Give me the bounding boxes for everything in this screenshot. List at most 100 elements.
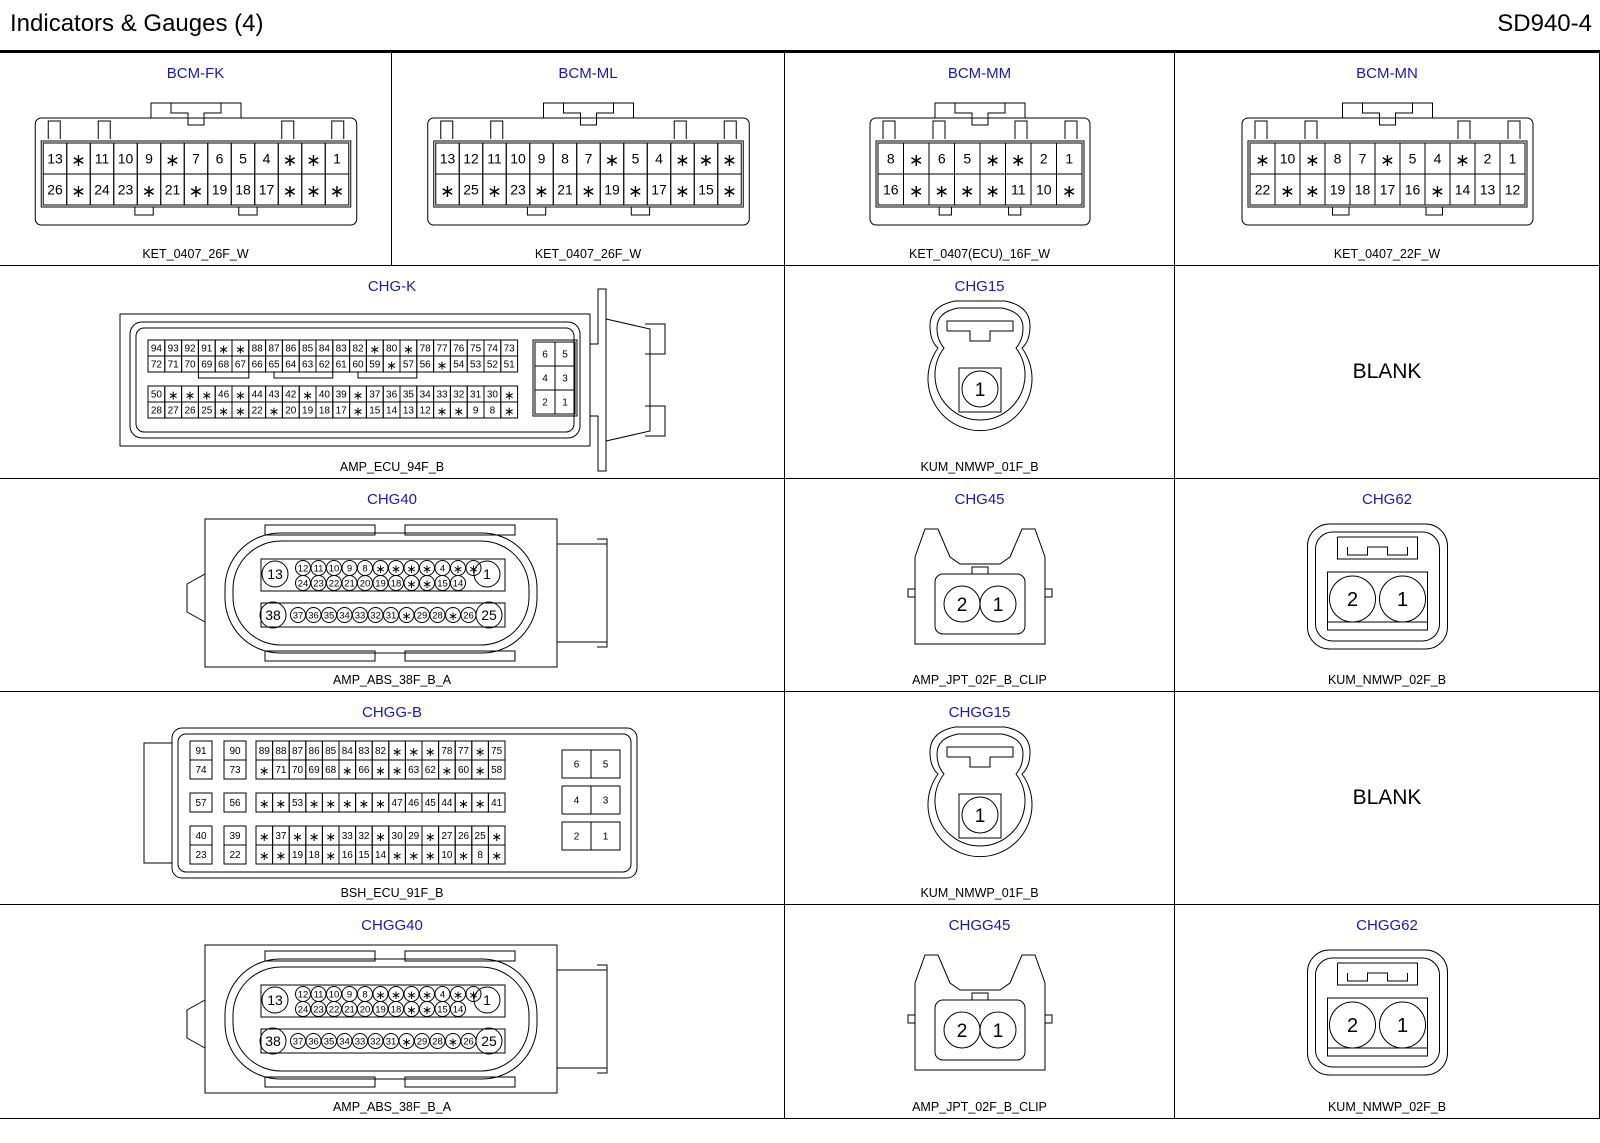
guide-rib bbox=[673, 120, 687, 139]
pin-number: 37 bbox=[293, 1036, 304, 1047]
pin-number: 27 bbox=[168, 406, 180, 417]
empty-pin-mark: ∗ bbox=[392, 745, 402, 759]
pin-number: 16 bbox=[883, 182, 899, 198]
empty-pin-mark: ∗ bbox=[202, 389, 212, 403]
pin-number: 8 bbox=[1334, 151, 1342, 167]
guide-rib bbox=[1254, 120, 1268, 139]
pin-number: 1 bbox=[1509, 151, 1517, 167]
pin-number: 24 bbox=[94, 182, 110, 198]
pin-number: 4 bbox=[440, 563, 445, 574]
empty-pin-mark: ∗ bbox=[1280, 181, 1295, 201]
abs-housing bbox=[204, 944, 558, 1094]
pin-number: 23 bbox=[195, 850, 207, 861]
empty-pin-mark: ∗ bbox=[1255, 150, 1270, 170]
side-tab bbox=[907, 1014, 915, 1024]
empty-pin-mark: ∗ bbox=[142, 181, 157, 201]
pin-cell bbox=[189, 844, 213, 865]
empty-pin-mark: ∗ bbox=[504, 389, 514, 403]
empty-pin-mark: ∗ bbox=[306, 181, 321, 201]
pin-circle bbox=[460, 1033, 477, 1049]
empty-pin-mark: ∗ bbox=[376, 988, 386, 1002]
pin-number: 68 bbox=[325, 765, 337, 776]
empty-pin-mark: ∗ bbox=[325, 849, 335, 863]
pin-number: 39 bbox=[229, 831, 241, 842]
pin-number: 1 bbox=[993, 595, 1004, 616]
empty-pin-mark: ∗ bbox=[985, 181, 1000, 201]
pin-cell bbox=[590, 749, 621, 779]
pin-cell bbox=[717, 173, 742, 206]
latch-key bbox=[170, 103, 222, 126]
empty-pin-mark: ∗ bbox=[458, 797, 468, 811]
pin-number: 7 bbox=[192, 151, 200, 167]
connector-housing bbox=[914, 954, 1046, 1071]
empty-pin-mark: ∗ bbox=[475, 764, 485, 778]
pin-field bbox=[875, 140, 1085, 208]
pin-number: 26 bbox=[184, 406, 196, 417]
empty-pin-mark: ∗ bbox=[269, 405, 279, 419]
pin-number: 18 bbox=[1355, 182, 1371, 198]
rail bbox=[404, 950, 516, 962]
guide-rib bbox=[490, 120, 504, 139]
pin-cell bbox=[487, 759, 506, 780]
pin-number: 5 bbox=[562, 350, 568, 361]
pin-number: 67 bbox=[235, 360, 247, 371]
empty-pin-mark: ∗ bbox=[437, 405, 447, 419]
pin-number: 4 bbox=[655, 151, 663, 167]
connector-housing bbox=[1241, 117, 1534, 226]
pin-number: 26 bbox=[458, 831, 470, 842]
connector-housing bbox=[869, 117, 1091, 226]
pin-number: 13 bbox=[47, 151, 63, 167]
pin-cell bbox=[500, 401, 519, 419]
foot-tab bbox=[630, 207, 651, 216]
pin-number: 22 bbox=[329, 1004, 340, 1015]
pin-number: 87 bbox=[268, 344, 280, 355]
empty-pin-mark: ∗ bbox=[469, 988, 479, 1002]
pin-number: 2 bbox=[1040, 151, 1048, 167]
empty-pin-mark: ∗ bbox=[259, 797, 269, 811]
pin-number: 75 bbox=[470, 344, 482, 355]
connector-name: CHGG62 bbox=[1356, 917, 1418, 934]
connector-name: CHGG-B bbox=[362, 704, 422, 721]
empty-pin-mark: ∗ bbox=[403, 343, 413, 357]
pin-number: 30 bbox=[392, 831, 404, 842]
pin-number: 78 bbox=[420, 344, 432, 355]
pin-number: 35 bbox=[403, 390, 415, 401]
empty-pin-mark: ∗ bbox=[1011, 150, 1026, 170]
pin-number: 27 bbox=[441, 831, 453, 842]
pin-number: 71 bbox=[168, 360, 180, 371]
pin-number: 20 bbox=[360, 578, 371, 589]
pin-number: 13 bbox=[440, 151, 456, 167]
lever-arm bbox=[590, 288, 607, 472]
pin-number: 11 bbox=[314, 989, 324, 1000]
pin-circle bbox=[1379, 1001, 1426, 1049]
large-pin-circle bbox=[259, 1027, 287, 1055]
pin-number: 74 bbox=[195, 765, 207, 776]
connector-name: BCM-MM bbox=[947, 65, 1012, 82]
empty-pin-mark: ∗ bbox=[218, 343, 228, 357]
empty-pin-mark: ∗ bbox=[960, 181, 975, 201]
latch-key bbox=[563, 103, 614, 126]
pin-circle bbox=[465, 560, 482, 576]
pin-number: 40 bbox=[319, 390, 331, 401]
pin-number: 90 bbox=[229, 746, 241, 757]
rail bbox=[264, 950, 376, 962]
pin-cavity bbox=[934, 573, 1026, 635]
pin-number: 25 bbox=[481, 1033, 497, 1049]
rail bbox=[264, 524, 376, 536]
connector-inner-wall bbox=[934, 307, 1026, 421]
empty-pin-mark: ∗ bbox=[376, 562, 386, 576]
abs-inner-housing bbox=[224, 532, 538, 654]
empty-pin-mark: ∗ bbox=[71, 181, 86, 201]
pin-number: 7 bbox=[585, 151, 593, 167]
pin-number: 18 bbox=[309, 850, 321, 861]
pin-cell bbox=[554, 389, 576, 415]
pin-number: 56 bbox=[229, 798, 241, 809]
empty-pin-mark: ∗ bbox=[342, 797, 352, 811]
